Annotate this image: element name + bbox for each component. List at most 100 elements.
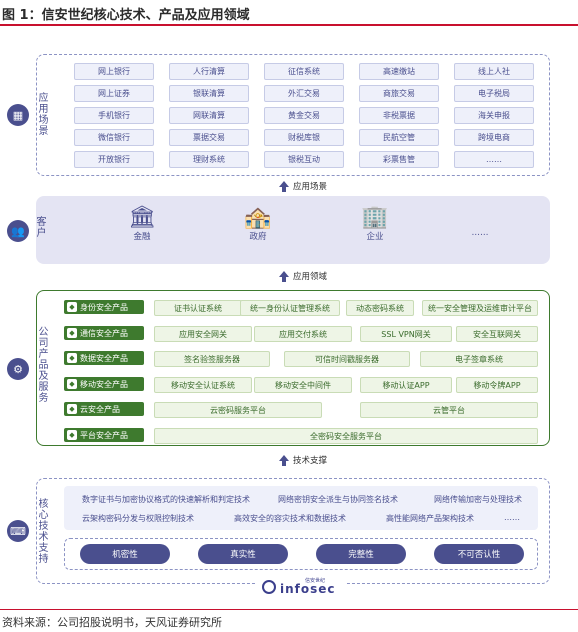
government-icon: 🏤 [244,205,272,230]
application-item: 非税票据 [359,107,439,124]
customer-government: 🏤 政府 [238,205,278,243]
product-category: ◆平台安全产品 [64,428,144,442]
product-item: 应用安全网关 [154,326,252,342]
logo-circle-icon [262,580,276,594]
application-item: 票据交易 [169,129,249,146]
product-item: 云管平台 [360,402,538,418]
application-item: 黄金交易 [264,107,344,124]
tech-item: 网络密钥安全派生与协同签名技术 [278,495,398,504]
arrow-label: 应用场景 [293,182,328,192]
customer-more: …… [471,228,489,238]
product-item: 移动认证APP [360,377,452,393]
product-item: 移动安全认证系统 [154,377,252,393]
pill-row [64,538,538,570]
arrow-application-scenario: 应用场景 [279,180,327,192]
tech-item: 网络传输加密与处理技术 [434,495,522,504]
products-panel [36,290,550,446]
pill-integrity: 完整性 [316,544,406,564]
product-item: 移动令牌APP [456,377,538,393]
application-item: 网联清算 [169,107,249,124]
chip-icon: ⌨ [7,520,29,542]
arrow-up-icon [279,270,289,277]
building-icon: 🏢 [361,205,389,230]
tech-item: …… [504,513,520,522]
application-item: 电子税局 [454,85,534,102]
logo-subtext: 信安世纪 [305,578,326,584]
application-item: 手机银行 [74,107,154,124]
application-item: 微信银行 [74,129,154,146]
application-item: …… [454,151,534,168]
product-item: 签名验签服务器 [154,351,270,367]
application-item: 海关申报 [454,107,534,124]
product-item: 统一安全管理及运维审计平台 [422,300,538,316]
tech-item: 云架构密码分发与权限控制技术 [82,514,194,523]
product-item: 安全互联网关 [456,326,538,342]
product-category: ◆云安全产品 [64,402,144,416]
product-category: ◆身份安全产品 [64,300,144,314]
application-item: 商旅交易 [359,85,439,102]
product-item: 应用交付系统 [254,326,352,342]
tech-label: 核心技术支持 [36,498,47,564]
shield-icon: ◆ [67,404,77,414]
application-item: 银联清算 [169,85,249,102]
shield-icon: ◆ [67,430,77,440]
bank-icon: 🏛 [128,205,156,230]
application-item: 理财系统 [169,151,249,168]
pill-confidentiality: 机密性 [80,544,170,564]
pill-authenticity: 真实性 [198,544,288,564]
application-item: 线上人社 [454,63,534,80]
products-label: 公司产品及服务 [36,326,47,403]
customer-panel [36,196,550,264]
arrow-label: 应用领域 [293,272,328,282]
tech-item: 数字证书与加密协议格式的快速解析和判定技术 [82,495,250,504]
application-label: 应用场景 [36,92,47,136]
customer-finance: 🏛 金融 [122,205,162,243]
shield-icon: ◆ [67,328,77,338]
product-category-label: 通信安全产品 [80,328,128,338]
application-item: 彩票售管 [359,151,439,168]
product-category-label: 平台安全产品 [80,430,128,440]
customer-label: 客户 [34,216,45,238]
title-divider [0,24,578,26]
product-item: 可信时间戳服务器 [284,351,410,367]
product-item: 动态密码系统 [346,300,414,316]
shield-icon: ◆ [67,379,77,389]
application-item: 征信系统 [264,63,344,80]
product-icon: ⚙ [7,358,29,380]
customer-enterprise: 🏢 企业 [355,205,395,243]
arrow-application-domain: 应用领域 [279,270,327,282]
figure-title: 图 1：信安世纪核心技术、产品及应用领域 [2,8,250,23]
tech-text-box [64,486,538,530]
product-category-label: 云安全产品 [80,404,120,414]
application-item: 银税互动 [264,151,344,168]
arrow-up-icon [279,180,289,187]
product-category-label: 移动安全产品 [80,379,128,389]
product-item: 全密码安全服务平台 [154,428,538,444]
application-item: 跨境电商 [454,129,534,146]
footer-divider [0,609,578,610]
arrow-up-icon [279,454,289,461]
application-item: 网上银行 [74,63,154,80]
application-item: 开放银行 [74,151,154,168]
grid-icon: ▦ [7,104,29,126]
application-item: 外汇交易 [264,85,344,102]
product-category: ◆数据安全产品 [64,351,144,365]
product-category: ◆移动安全产品 [64,377,144,391]
source-note: 资料来源：公司招股说明书，天风证券研究所 [2,616,222,629]
application-item: 财税库银 [264,129,344,146]
tech-item: 高效安全的容灾技术和数据技术 [234,514,346,523]
shield-icon: ◆ [67,353,77,363]
people-icon: 👥 [7,220,29,242]
arrow-tech-support: 技术支撑 [279,454,327,466]
shield-icon: ◆ [67,302,77,312]
product-item: 电子签章系统 [420,351,538,367]
application-item: 民航空管 [359,129,439,146]
product-item: 云密码服务平台 [154,402,322,418]
product-category-label: 数据安全产品 [80,353,128,363]
product-item: SSL VPN网关 [360,326,452,342]
product-category-label: 身份安全产品 [80,302,128,312]
pill-non-repudiation: 不可否认性 [434,544,524,564]
application-item: 人行清算 [169,63,249,80]
tech-item: 高性能网络产品架构技术 [386,514,474,523]
product-item: 统一身份认证管理系统 [240,300,340,316]
